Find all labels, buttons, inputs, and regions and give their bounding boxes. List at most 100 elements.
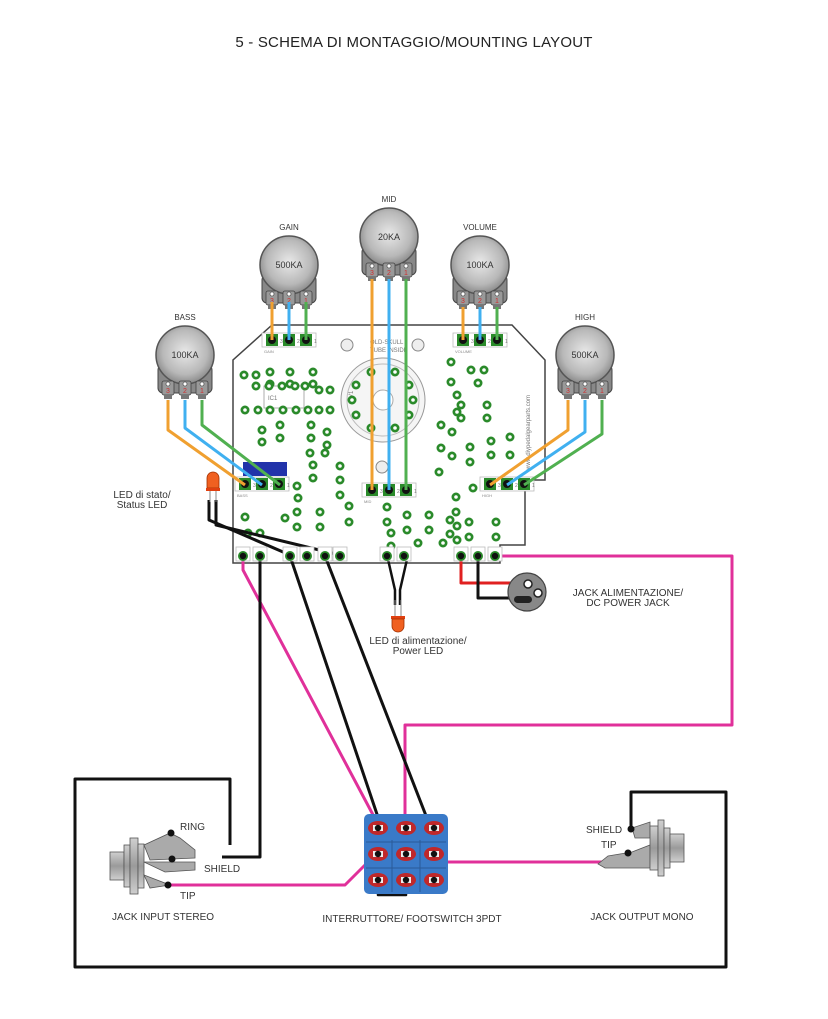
pcb-pad-hole: [294, 408, 298, 412]
header-pin-number: 1: [287, 483, 290, 489]
pot-name-label: HIGH: [575, 313, 595, 322]
header-pin-number: 1: [532, 483, 535, 489]
header-pin-number: 3: [498, 483, 501, 489]
header-label: BASS: [237, 493, 248, 498]
pot-lug-hole: [369, 263, 375, 269]
pot-pin-number: 3: [461, 298, 465, 305]
pcb-pad-hole: [318, 510, 322, 514]
pcb-pad-hole: [325, 443, 329, 447]
pcb-pad-hole: [454, 495, 458, 499]
wire-dc-9v: [459, 556, 520, 585]
mounting-hole: [340, 338, 354, 352]
pot-terminal: [581, 395, 589, 399]
footswitch-lug-solder: [374, 850, 382, 858]
pcb-pad-hole: [354, 413, 358, 417]
pcb-pad-hole: [439, 446, 443, 450]
pcb-pad-hole: [459, 416, 463, 420]
pcb-pad-hole: [450, 454, 454, 458]
header-pin-number: 1: [505, 339, 508, 345]
pcb-pad-hole: [288, 370, 292, 374]
footswitch-lug-solder: [430, 850, 438, 858]
pot-pin-number: 3: [370, 270, 374, 277]
footswitch-label: INTERRUTTORE/ FOOTSWITCH 3PDT: [322, 914, 501, 925]
pcb-pad-hole: [293, 384, 297, 388]
wire-status-led-1: [207, 500, 291, 557]
bottom-pad-pin: [491, 552, 499, 560]
pot-pin-number: 3: [566, 388, 570, 395]
pot-value-label: 500KA: [571, 350, 598, 360]
pcb-pad-hole: [471, 486, 475, 490]
pcb-pad-hole: [347, 504, 351, 508]
pcb-pad-hole: [309, 436, 313, 440]
mounting-hole: [375, 460, 389, 474]
pcb-pad-hole: [416, 541, 420, 545]
pcb-pad-hole: [295, 525, 299, 529]
pcb-pad-hole: [311, 382, 315, 386]
output-jack: [597, 819, 685, 877]
header-pin-number: 3: [280, 339, 283, 345]
pcb-pad-hole: [467, 520, 471, 524]
pcb-pad-hole: [243, 408, 247, 412]
status-led: [206, 471, 220, 502]
header-pin-number: 3: [380, 489, 383, 495]
bottom-pad-pin: [336, 552, 344, 560]
pot-pin-number: 2: [183, 388, 187, 395]
pot-value-label: 100KA: [171, 350, 198, 360]
footswitch-lug-solder: [402, 850, 410, 858]
pcb-pad-hole: [280, 384, 284, 388]
pot-pin-number: 2: [583, 388, 587, 395]
bottom-pad-pin: [383, 552, 391, 560]
pot-pin-number: 1: [600, 388, 604, 395]
header-label: HIGH: [482, 493, 492, 498]
pcb-pad-hole: [469, 368, 473, 372]
pcb-pad-hole: [308, 451, 312, 455]
pot-pin-number: 1: [304, 298, 308, 305]
pcb-pad-hole: [393, 370, 397, 374]
pcb-pad-hole: [485, 416, 489, 420]
footswitch-lug-solder: [374, 876, 382, 884]
pcb-pad-hole: [295, 510, 299, 514]
ic1-label: IC1: [268, 396, 278, 402]
pcb-pad-hole: [385, 520, 389, 524]
pcb-pad-hole: [437, 470, 441, 474]
pcb-pad-hole: [268, 370, 272, 374]
pcb-pad-hole: [439, 423, 443, 427]
pcb-pad-hole: [455, 393, 459, 397]
pcb-pad-hole: [296, 496, 300, 500]
bottom-pad-pin: [400, 552, 408, 560]
wire-pcb-in: [241, 556, 382, 829]
pcb-pad-hole: [278, 423, 282, 427]
pot-lug-hole: [599, 381, 605, 387]
bottom-pad-pin: [303, 552, 311, 560]
wire-high-2: [506, 400, 587, 487]
pcb-pad-hole: [450, 430, 454, 434]
pcb-pad-hole: [405, 528, 409, 532]
input-shield-label: SHIELD: [204, 864, 240, 875]
pcb-pad-hole: [311, 463, 315, 467]
pcb-pad-hole: [338, 478, 342, 482]
pot-lug-hole: [565, 381, 571, 387]
pcb-pad-hole: [317, 388, 321, 392]
pot-terminal: [198, 395, 206, 399]
pcb-pad-hole: [283, 516, 287, 520]
pcb-pad-hole: [306, 408, 310, 412]
pcb-pad-hole: [278, 436, 282, 440]
bottom-pad-pin: [457, 552, 465, 560]
pcb-pad-hole: [467, 535, 471, 539]
power-led-label-2: Power LED: [393, 646, 444, 657]
tube-label: V1: [349, 390, 355, 398]
pcb-pad-hole: [256, 408, 260, 412]
pot-lug-hole: [303, 291, 309, 297]
pcb-pad-hole: [267, 384, 271, 388]
pcb-pad-hole: [448, 532, 452, 536]
pcb-pad-hole: [455, 410, 459, 414]
wire-gnd-input: [222, 556, 262, 859]
wire-dc-gnd: [476, 556, 520, 600]
pot-terminal: [164, 395, 172, 399]
pcb-pad-hole: [268, 408, 272, 412]
pcb-pad-hole: [242, 373, 246, 377]
footswitch-lug-solder: [430, 876, 438, 884]
pot-lug-hole: [286, 291, 292, 297]
pcb-pad-hole: [494, 535, 498, 539]
pot-name-label: GAIN: [279, 223, 299, 232]
